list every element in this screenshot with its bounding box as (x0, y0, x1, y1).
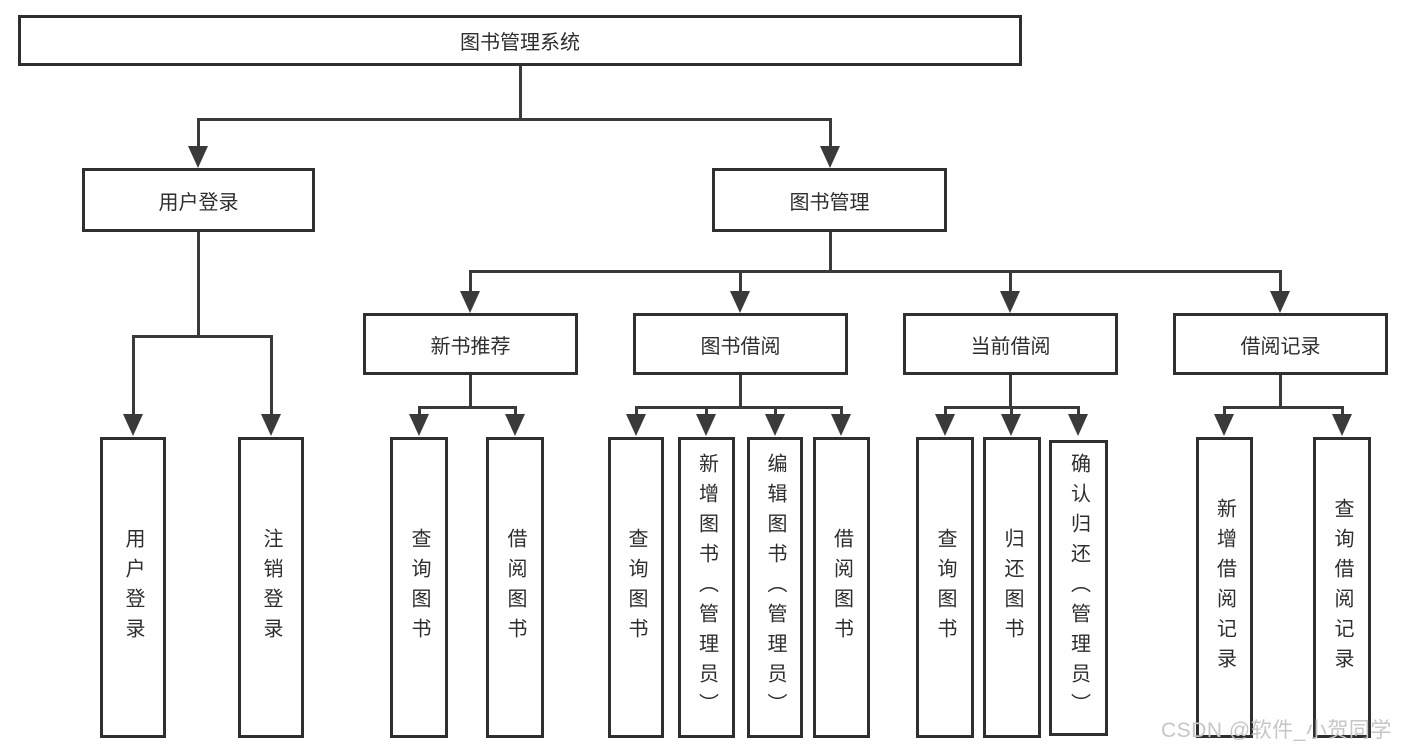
node-user-login-label: 用户登录 (158, 191, 239, 214)
node-borrow-records-label: 借阅记录 (1240, 335, 1321, 358)
connector-to-current-borrow (1009, 270, 1012, 292)
arrowhead-current-borrow (1000, 291, 1020, 313)
node-new-book-recommend-label: 新书推荐 (430, 335, 511, 358)
node-root-label: 图书管理系统 (460, 32, 580, 54)
leaf-borrow-query-books-label: 查询图书 (625, 527, 647, 648)
node-book-management-label: 图书管理 (789, 191, 870, 214)
leaf-newbooks-borrow-books: 借阅图书 (486, 437, 544, 738)
connector-currentborrow-leaf3 (1077, 406, 1080, 416)
connector-borrowrecords-leaf2 (1341, 406, 1344, 416)
connector-borrowrecords-stem (1279, 375, 1282, 406)
connector-currentborrow-leaf1 (944, 406, 947, 416)
leaf-edit-books-admin-label: 编辑图书（管理员） (764, 452, 786, 723)
connector-to-book-mgmt (829, 118, 832, 148)
connector-bookborrow-bar (635, 406, 843, 409)
arrowhead-currentborrow-leaf3 (1068, 414, 1088, 436)
connector-to-new-books (469, 270, 472, 292)
arrowhead-bookborrow-leaf3 (765, 414, 785, 436)
leaf-confirm-return-admin: 确认归还（管理员） (1049, 440, 1108, 736)
node-book-borrow: 图书借阅 (633, 313, 848, 375)
connector-newbooks-leaf1 (418, 406, 421, 416)
leaf-logout-label: 注销登录 (260, 527, 282, 648)
connector-borrowrecords-leaf1 (1223, 406, 1226, 416)
arrowhead-newbooks-leaf1 (409, 414, 429, 436)
arrowhead-borrowrecords-leaf1 (1214, 414, 1234, 436)
leaf-query-borrow-record: 查询借阅记录 (1313, 437, 1371, 738)
connector-to-borrow-records (1279, 270, 1282, 292)
connector-bookborrow-stem (739, 375, 742, 406)
leaf-add-borrow-record-label: 新增借阅记录 (1213, 497, 1236, 678)
leaf-newbooks-borrow-books-label: 借阅图书 (504, 527, 526, 648)
leaf-current-query-books: 查询图书 (916, 437, 974, 738)
node-current-borrow-label: 当前借阅 (970, 335, 1051, 358)
arrowhead-new-books (460, 291, 480, 313)
connector-borrowrecords-bar (1223, 406, 1344, 409)
node-current-borrow: 当前借阅 (903, 313, 1118, 375)
connector-userlogin-bar (132, 335, 273, 338)
arrowhead-book-mgmt (820, 146, 840, 168)
leaf-add-books-admin-label: 新增图书（管理员） (695, 452, 718, 723)
leaf-current-query-books-label: 查询图书 (934, 527, 956, 648)
connector-to-user-login (197, 118, 200, 148)
connector-userlogin-leaf2 (270, 335, 273, 416)
arrowhead-currentborrow-leaf1 (935, 414, 955, 436)
leaf-confirm-return-admin-label: 确认归还（管理员） (1067, 453, 1090, 723)
leaf-newbooks-query-books: 查询图书 (390, 437, 448, 738)
node-borrow-records: 借阅记录 (1173, 313, 1388, 375)
connector-root-stem (519, 66, 522, 118)
connector-newbooks-bar (418, 406, 517, 409)
arrowhead-borrowrecords-leaf2 (1332, 414, 1352, 436)
arrowhead-userlogin-leaf2 (261, 414, 281, 436)
connector-newbooks-leaf2 (514, 406, 517, 416)
connector-newbooks-stem (469, 375, 472, 406)
connector-bookborrow-leaf3 (774, 406, 777, 416)
node-new-book-recommend: 新书推荐 (363, 313, 578, 375)
leaf-add-books-admin: 新增图书（管理员） (678, 437, 735, 738)
connector-userlogin-leaf1 (132, 335, 135, 416)
connector-bookborrow-leaf4 (840, 406, 843, 416)
leaf-newbooks-query-books-label: 查询图书 (408, 527, 430, 648)
leaf-logout: 注销登录 (238, 437, 304, 738)
arrowhead-bookborrow-leaf4 (831, 414, 851, 436)
arrowhead-bookborrow-leaf2 (696, 414, 716, 436)
leaf-borrow-query-books: 查询图书 (608, 437, 664, 738)
arrowhead-book-borrow (730, 291, 750, 313)
connector-bookmgmt-bar (469, 270, 1282, 273)
leaf-user-login-label: 用户登录 (122, 527, 144, 648)
node-book-borrow-label: 图书借阅 (700, 335, 781, 358)
connector-userlogin-stem (197, 232, 200, 335)
connector-to-book-borrow (739, 270, 742, 292)
connector-root-bar (197, 118, 831, 121)
connector-currentborrow-stem (1009, 375, 1012, 406)
node-user-login: 用户登录 (82, 168, 315, 232)
arrowhead-borrow-records (1270, 291, 1290, 313)
arrowhead-user-login (188, 146, 208, 168)
leaf-return-books-label: 归还图书 (1001, 527, 1023, 648)
leaf-return-books: 归还图书 (983, 437, 1041, 738)
connector-currentborrow-leaf2 (1010, 406, 1013, 416)
leaf-borrow-books: 借阅图书 (813, 437, 870, 738)
arrowhead-userlogin-leaf1 (123, 414, 143, 436)
leaf-add-borrow-record: 新增借阅记录 (1196, 437, 1253, 738)
leaf-edit-books-admin: 编辑图书（管理员） (747, 437, 803, 738)
leaf-borrow-books-label: 借阅图书 (830, 527, 853, 648)
node-book-management: 图书管理 (712, 168, 947, 232)
leaf-query-borrow-record-label: 查询借阅记录 (1331, 497, 1353, 678)
arrowhead-bookborrow-leaf1 (626, 414, 646, 436)
connector-bookmgmt-stem (829, 232, 832, 270)
connector-bookborrow-leaf2 (705, 406, 708, 416)
arrowhead-currentborrow-leaf2 (1001, 414, 1021, 436)
arrowhead-newbooks-leaf2 (505, 414, 525, 436)
csdn-watermark: CSDN @软件_小贺同学 (1161, 719, 1392, 742)
leaf-user-login: 用户登录 (100, 437, 166, 738)
connector-bookborrow-leaf1 (635, 406, 638, 416)
node-root: 图书管理系统 (18, 15, 1022, 66)
